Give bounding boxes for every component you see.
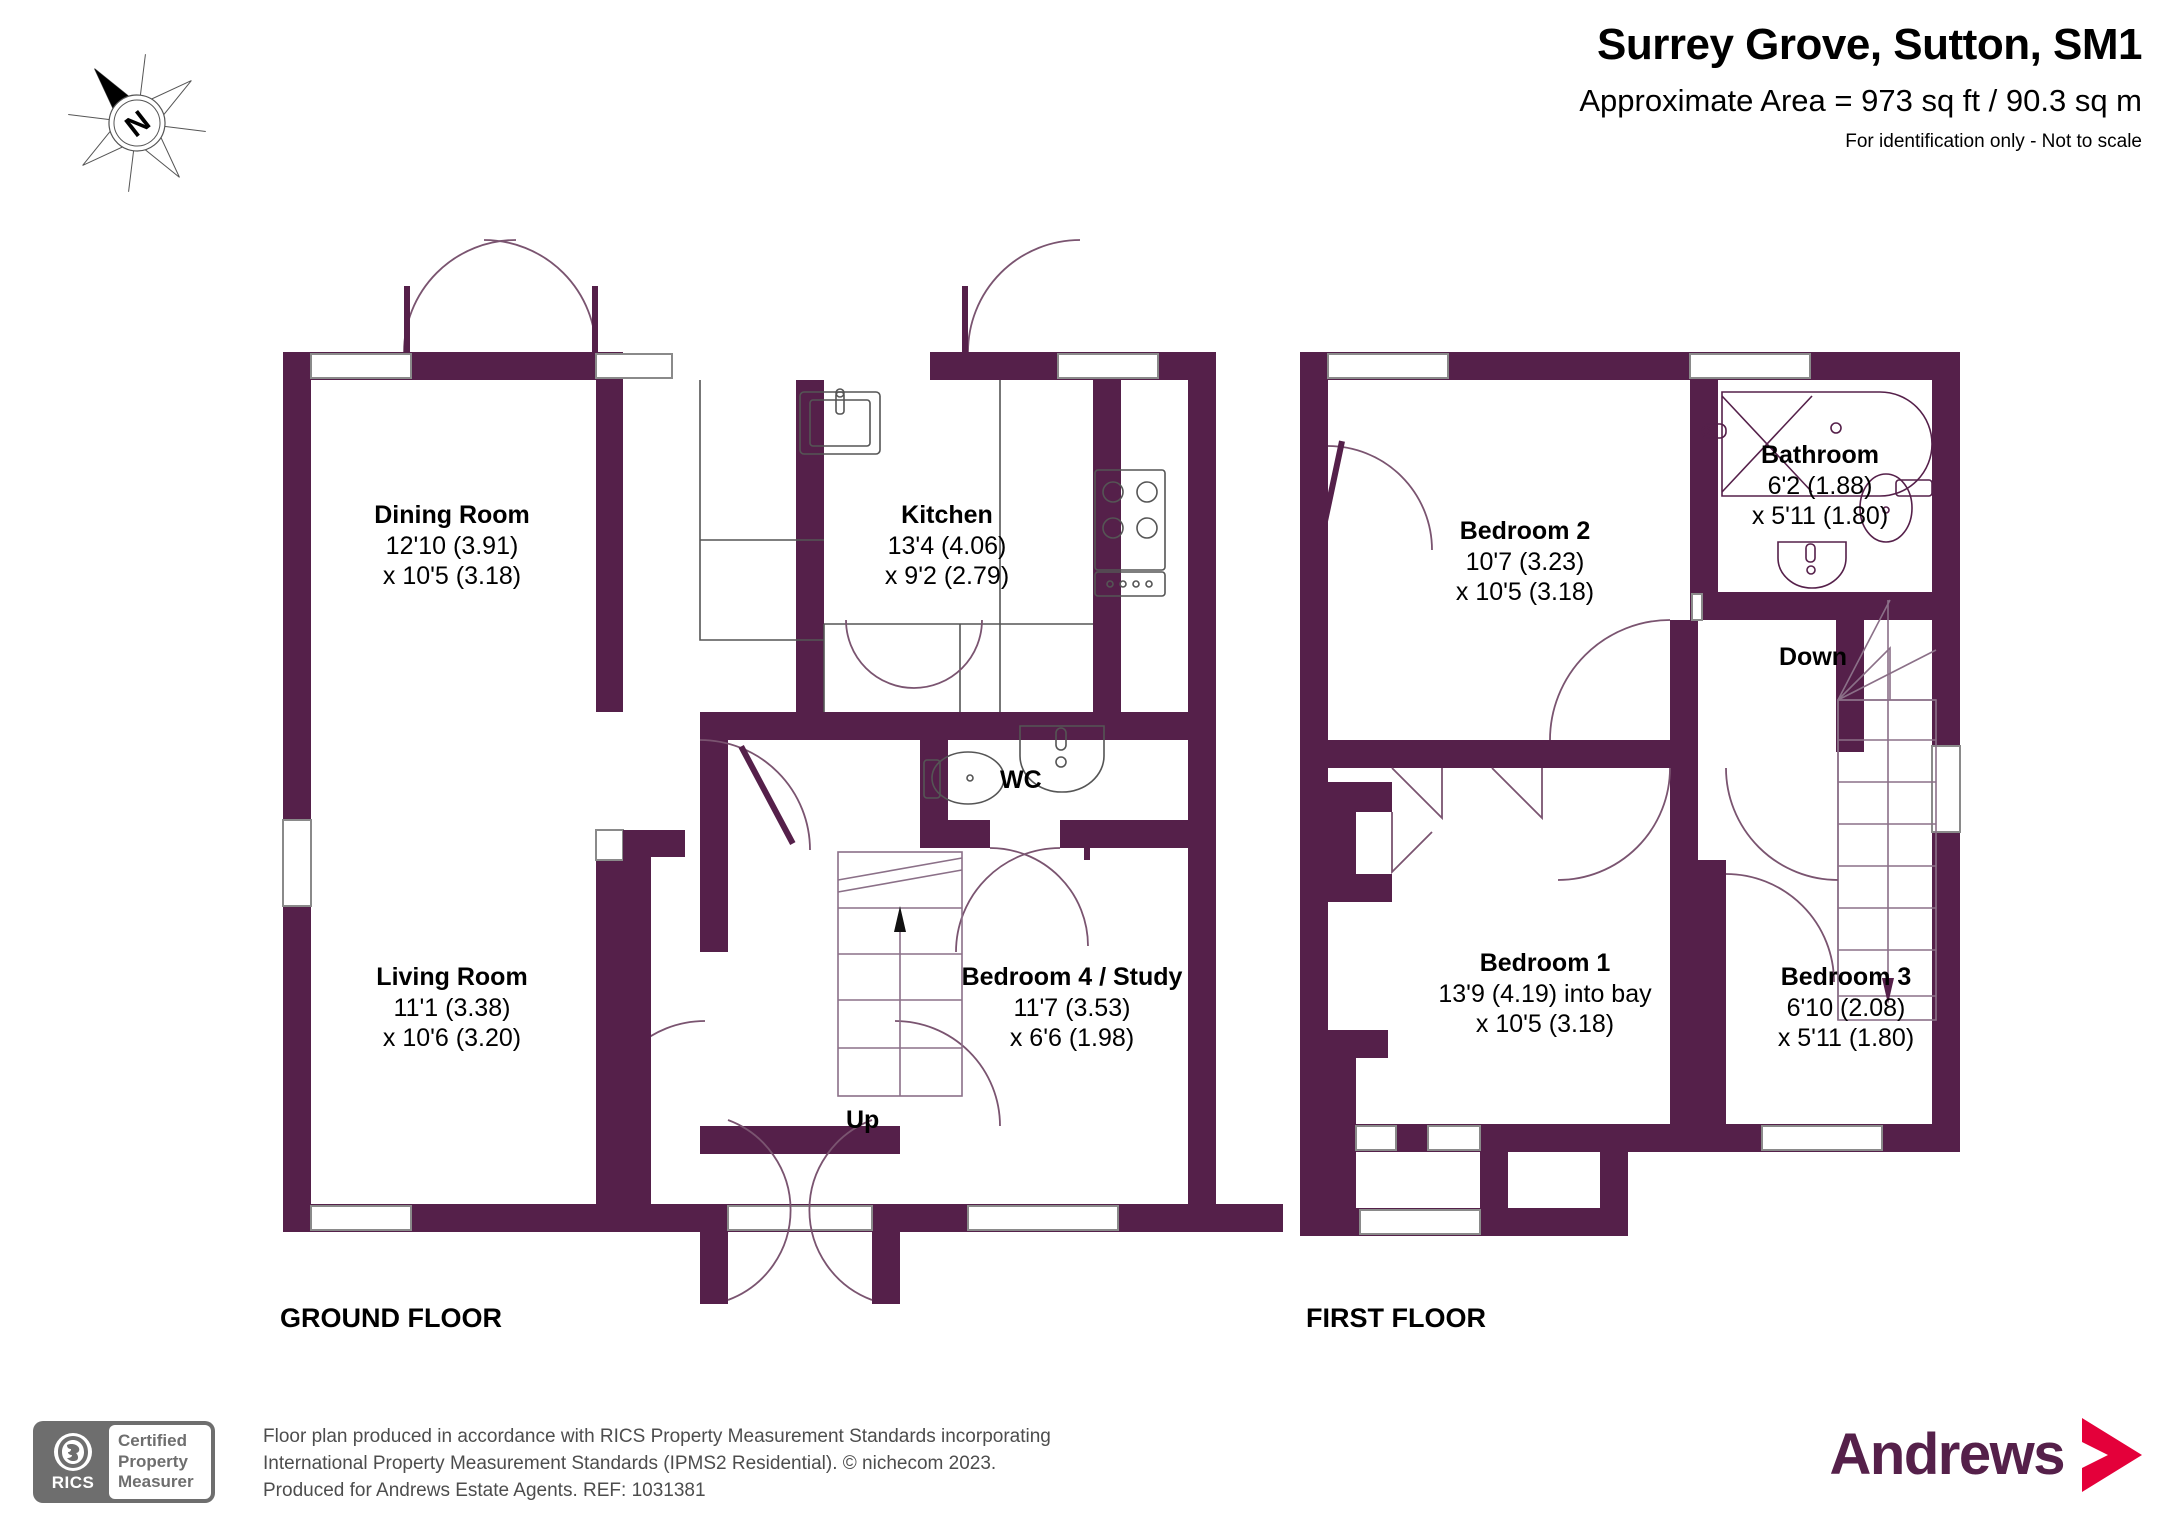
room-label-wc: WC	[1000, 766, 1042, 794]
window	[1327, 353, 1449, 379]
room-name: Bedroom 3	[1780, 963, 1912, 991]
room-name: Bedroom 2	[1459, 517, 1591, 545]
window	[1761, 1125, 1883, 1151]
room-dimension-2: x 10'5 (3.18)	[1475, 1010, 1615, 1038]
room-dimension-2: x 5'11 (1.80)	[1777, 1024, 1915, 1052]
room-dimension-2: x 6'6 (1.98)	[1009, 1024, 1135, 1052]
room-dimension-1: 10'7 (3.23)	[1465, 547, 1585, 576]
window	[310, 1205, 412, 1231]
room-dimension-1: 13'4 (4.06)	[887, 531, 1007, 560]
room-name: Dining Room	[374, 501, 530, 529]
rics-badge-text: Certified Property Measurer	[109, 1425, 211, 1499]
compass-rose: N	[62, 48, 212, 198]
floor-label-ground: GROUND FLOOR	[280, 1303, 502, 1333]
footer-line-3: Produced for Andrews Estate Agents. REF:…	[263, 1479, 706, 1501]
header: Surrey Grove, Sutton, SM1 Approximate Ar…	[942, 0, 2142, 153]
rics-wordmark: RICS	[51, 1472, 95, 1492]
floor-label-first: FIRST FLOOR	[1306, 1303, 1486, 1333]
room-dimension-1: 6'10 (2.08)	[1786, 993, 1906, 1022]
room-label-kitchen: Kitchen 13'4 (4.06) x 9'2 (2.79)	[832, 500, 1062, 592]
room-name: Kitchen	[901, 501, 993, 529]
window	[310, 353, 412, 379]
andrews-wordmark: Andrews	[1829, 1422, 2066, 1487]
room-label-bathroom: Bathroom 6'2 (1.88) x 5'11 (1.80)	[1700, 440, 1940, 532]
window	[1057, 353, 1159, 379]
room-name: Bedroom 4 / Study	[961, 963, 1183, 991]
rics-certified-badge: RICS Certified Property Measurer	[33, 1421, 215, 1503]
page-title: Surrey Grove, Sutton, SM1	[1597, 20, 2142, 69]
room-dimension-1: 13'9 (4.19) into bay	[1438, 979, 1652, 1008]
approximate-area: Approximate Area = 973 sq ft / 90.3 sq m	[1579, 83, 2142, 119]
room-dimension-1: 11'1 (3.38)	[393, 993, 511, 1022]
window	[1931, 745, 1961, 833]
staircase-down	[1837, 599, 1937, 1021]
room-dimension-2: x 9'2 (2.79)	[884, 562, 1010, 590]
footer-disclaimer: Floor plan produced in accordance with R…	[263, 1424, 1051, 1505]
window	[1359, 1209, 1481, 1235]
room-name: Living Room	[376, 963, 528, 991]
ground-floor-plan	[282, 239, 1283, 1304]
chevron-right-icon	[2082, 1418, 2142, 1492]
room-label-dining-room: Dining Room 12'10 (3.91) x 10'5 (3.18)	[312, 500, 592, 592]
footer-line-1: Floor plan produced in accordance with R…	[263, 1426, 1051, 1447]
room-dimension-1: 12'10 (3.91)	[385, 531, 519, 560]
room-label-bedroom-3: Bedroom 3 6'10 (2.08) x 5'11 (1.80)	[1726, 962, 1966, 1054]
andrews-logo: Andrews	[1830, 1412, 2144, 1498]
rics-badge-line-1: Certified	[118, 1430, 187, 1450]
room-label-living-room: Living Room 11'1 (3.38) x 10'6 (3.20)	[312, 962, 592, 1054]
room-dimension-2: x 10'5 (3.18)	[382, 562, 522, 590]
stairs-down-label: Down	[1779, 643, 1848, 671]
rics-lion-icon: RICS	[37, 1425, 109, 1499]
room-dimension-2: x 10'5 (3.18)	[1455, 578, 1595, 606]
room-dimension-2: x 5'11 (1.80)	[1751, 502, 1889, 530]
window	[1689, 353, 1811, 379]
rics-badge-line-2: Property	[118, 1451, 188, 1471]
stairs-up-label: Up	[846, 1106, 880, 1134]
room-name: Bedroom 1	[1479, 949, 1611, 977]
room-label-bedroom-1: Bedroom 1 13'9 (4.19) into bay x 10'5 (3…	[1380, 948, 1710, 1040]
room-label-bedroom-2: Bedroom 2 10'7 (3.23) x 10'5 (3.18)	[1400, 516, 1650, 608]
scale-notice: For identification only - Not to scale	[1845, 131, 2142, 153]
room-dimension-1: 11'7 (3.53)	[1013, 993, 1131, 1022]
window	[595, 353, 673, 379]
footer-line-2: International Property Measurement Stand…	[263, 1452, 997, 1474]
window	[967, 1205, 1119, 1231]
room-dimension-1: 6'2 (1.88)	[1767, 471, 1873, 500]
room-dimension-2: x 10'6 (3.20)	[382, 1024, 522, 1052]
window	[282, 819, 312, 907]
rics-badge-line-3: Measurer	[118, 1472, 194, 1492]
room-label-bedroom-4-study: Bedroom 4 / Study 11'7 (3.53) x 6'6 (1.9…	[942, 962, 1202, 1054]
room-name: Bathroom	[1760, 441, 1880, 469]
